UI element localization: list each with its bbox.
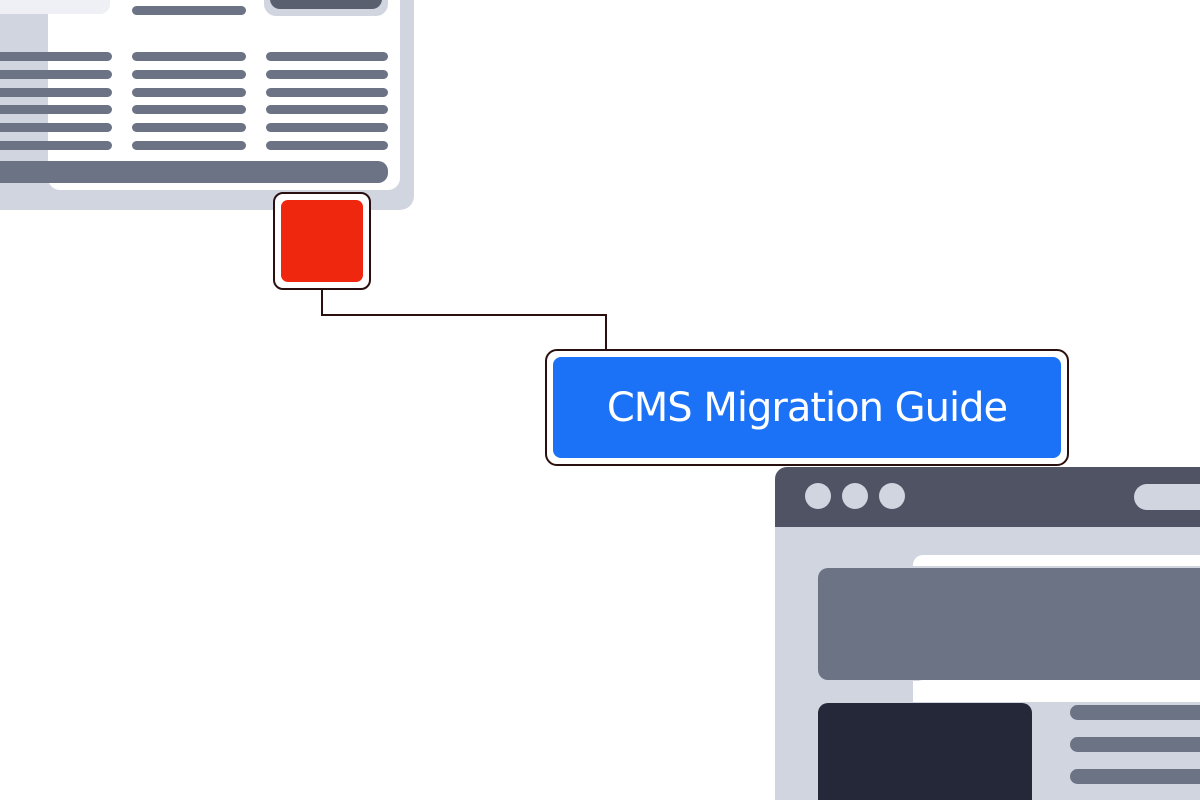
target-page-text-line xyxy=(1070,769,1200,784)
source-document-badge-inner xyxy=(270,0,382,9)
source-column-2-line xyxy=(132,123,246,132)
source-column-2-line xyxy=(132,105,246,114)
source-node-fill xyxy=(281,200,363,282)
source-document-footer-bar xyxy=(0,161,388,183)
source-column-2-line xyxy=(132,141,246,150)
source-column-3-line xyxy=(266,70,388,79)
source-column-3-line xyxy=(266,88,388,97)
source-column-2-line xyxy=(132,52,246,61)
connector-line xyxy=(321,289,323,316)
source-document-tab xyxy=(0,0,110,14)
address-bar xyxy=(1134,484,1200,510)
connector-line xyxy=(605,314,607,351)
source-column-3-line xyxy=(266,141,388,150)
target-page-image-block xyxy=(818,703,1032,800)
source-column-3-line xyxy=(266,52,388,61)
connector-line xyxy=(321,314,607,316)
window-dot-icon xyxy=(805,483,831,509)
title-card-label: CMS Migration Guide xyxy=(553,357,1061,458)
source-column-1-line xyxy=(0,105,112,114)
window-dot-icon xyxy=(842,483,868,509)
source-document-left-strip xyxy=(0,14,48,190)
target-page-gap xyxy=(913,680,1200,702)
target-page-hero xyxy=(818,568,1200,680)
source-column-2-line xyxy=(132,70,246,79)
target-page-text-line xyxy=(1070,705,1200,720)
source-heading-line xyxy=(132,6,246,15)
source-column-2-line xyxy=(132,88,246,97)
source-column-1-line xyxy=(0,70,112,79)
source-column-1-line xyxy=(0,123,112,132)
source-column-3-line xyxy=(266,105,388,114)
window-dot-icon xyxy=(879,483,905,509)
source-column-3-line xyxy=(266,123,388,132)
source-column-1-line xyxy=(0,141,112,150)
source-column-1-line xyxy=(0,52,112,61)
source-column-1-line xyxy=(0,88,112,97)
target-page-text-line xyxy=(1070,737,1200,752)
